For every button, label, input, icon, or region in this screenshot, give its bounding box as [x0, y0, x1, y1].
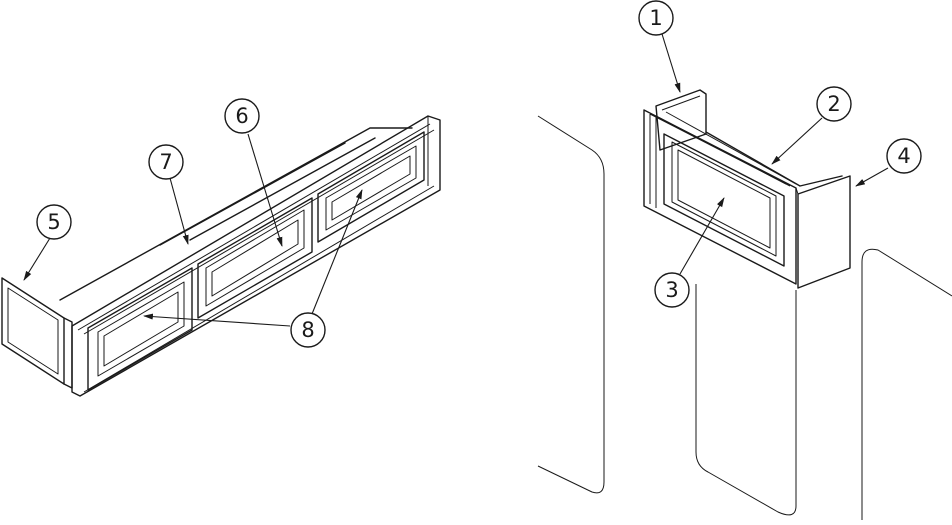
- cabinet-top-surface-line: [666, 112, 796, 184]
- callout-3-label: 3: [665, 278, 678, 302]
- callout-3: 3: [655, 273, 689, 307]
- callout-4: 4: [887, 139, 921, 173]
- leader-5: [24, 238, 50, 280]
- face-frame-inner-line-2: [84, 130, 434, 334]
- leader-6: [248, 134, 282, 246]
- callout-5: 5: [37, 205, 71, 239]
- callout-1: 1: [639, 1, 673, 35]
- callout-6: 6: [225, 99, 259, 133]
- face-frame-bottom-line: [84, 186, 434, 392]
- short-face-frame-line-2: [656, 116, 786, 184]
- long-cabinet-assembly: [2, 116, 440, 396]
- callout-8-label: 8: [301, 318, 314, 342]
- leader-8b: [312, 190, 362, 314]
- leader-4: [856, 168, 888, 186]
- end-panel-inner: [8, 288, 58, 374]
- wall-outline-center: [696, 284, 796, 515]
- callout-8: 8: [291, 313, 325, 347]
- callout-7-label: 7: [159, 150, 172, 174]
- face-frame-outer: [72, 116, 440, 396]
- callout-7: 7: [149, 145, 183, 179]
- callout-2: 2: [817, 87, 851, 121]
- top-back-rail-inner: [662, 96, 700, 110]
- end-panel-side: [64, 318, 72, 388]
- wall-outline-right: [862, 249, 952, 520]
- callout-leaders: [24, 34, 888, 326]
- callout-5-label: 5: [47, 210, 60, 234]
- cabinet-top-mid-edge: [160, 143, 345, 245]
- callout-1-label: 1: [649, 6, 662, 30]
- leader-1: [662, 34, 680, 92]
- end-panel-outer: [2, 278, 64, 384]
- wall-outline-left: [538, 116, 604, 493]
- door-panel-left-inner-2: [104, 292, 178, 366]
- leader-2: [772, 118, 822, 164]
- callout-6-label: 6: [235, 104, 248, 128]
- callout-2-label: 2: [827, 92, 840, 116]
- callout-4-label: 4: [897, 144, 910, 168]
- short-cabinet-assembly: [644, 90, 850, 288]
- short-end-panel: [798, 176, 850, 288]
